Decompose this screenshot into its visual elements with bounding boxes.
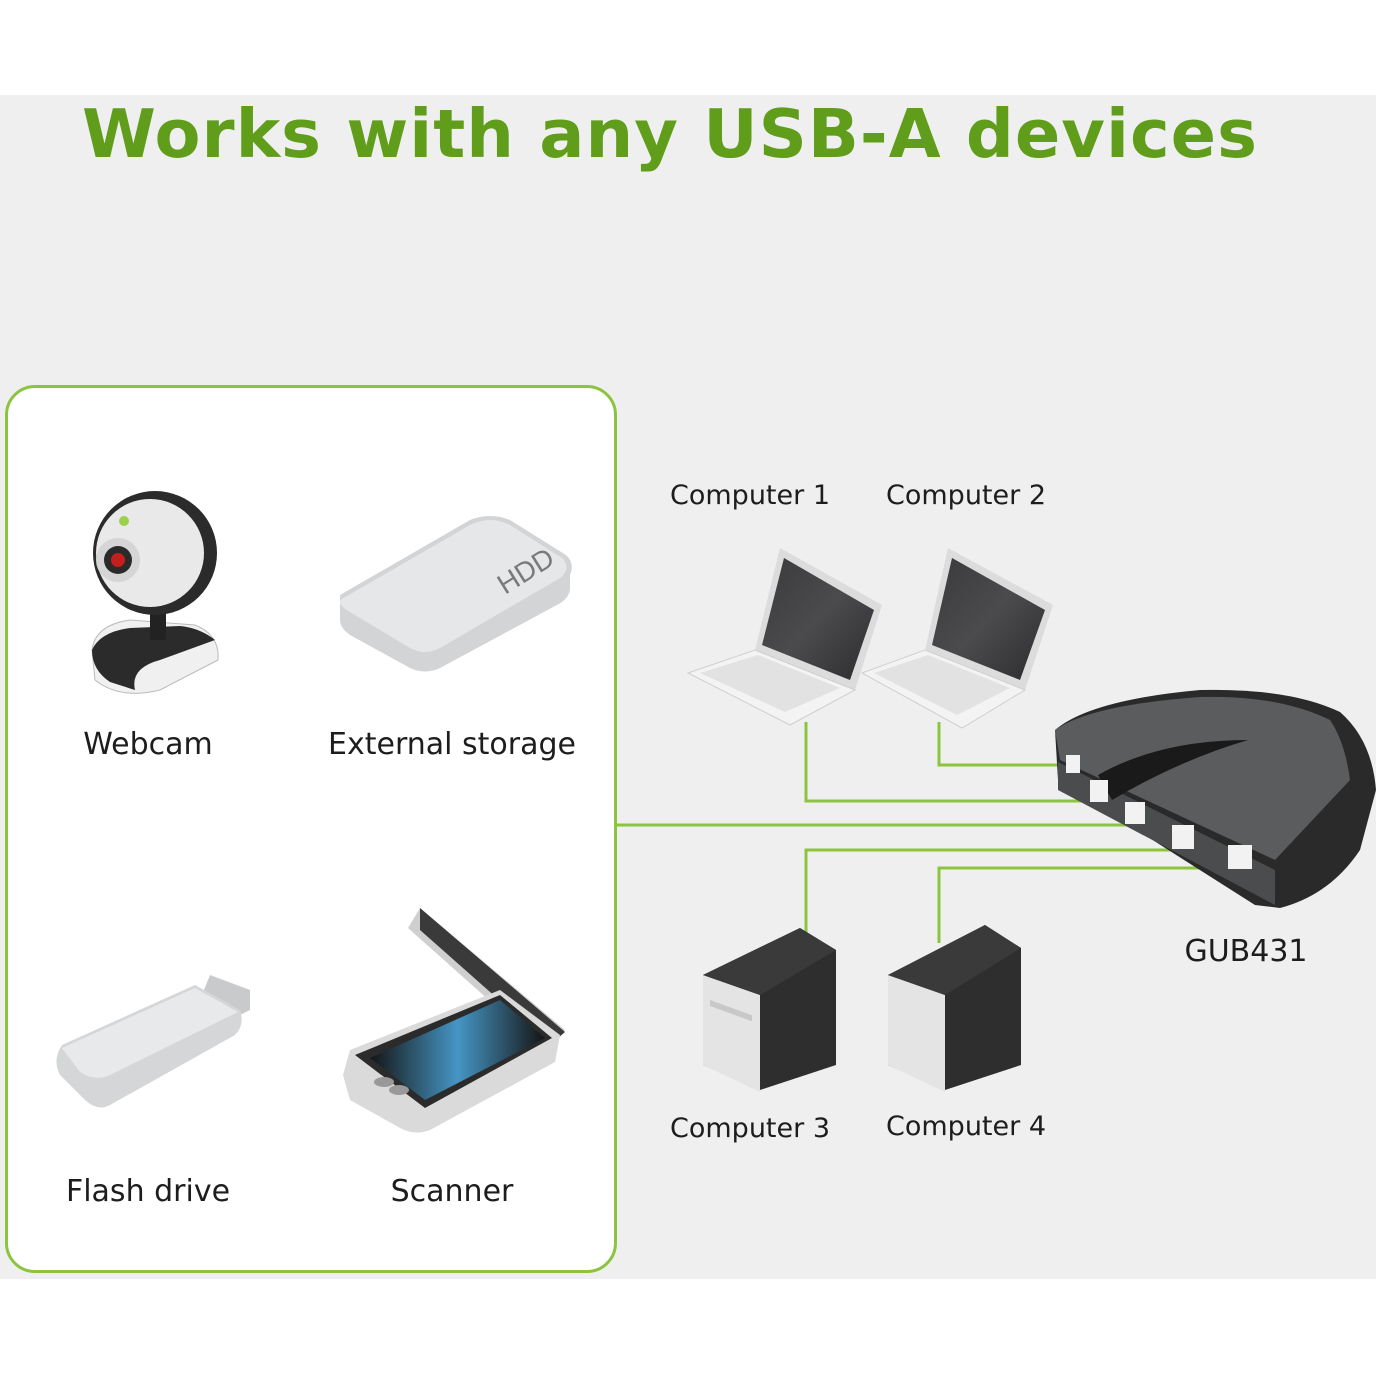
device-label-flash-drive: Flash drive xyxy=(65,1174,231,1209)
computer-label-1: Computer 1 xyxy=(670,480,830,511)
desktop-tower-icon-3 xyxy=(703,928,836,1092)
usb-switch-icon xyxy=(1055,689,1376,908)
laptop-icon-1 xyxy=(686,548,882,726)
line-computer-1 xyxy=(804,722,1095,803)
device-label-webcam: Webcam xyxy=(83,727,213,762)
page-title: Works with any USB-A devices xyxy=(82,95,1258,173)
device-label-scanner: Scanner xyxy=(390,1174,514,1209)
laptop-icon-2 xyxy=(860,548,1053,729)
computer-label-3: Computer 3 xyxy=(670,1113,830,1144)
line-computer-3 xyxy=(804,848,1190,935)
computer-label-4: Computer 4 xyxy=(886,1111,1046,1142)
computer-label-2: Computer 2 xyxy=(886,480,1046,511)
scanner-icon xyxy=(343,908,565,1133)
line-computer-4 xyxy=(937,866,1245,943)
line-computer-2 xyxy=(937,722,1072,767)
webcam-icon xyxy=(91,491,219,694)
connection-lines xyxy=(617,722,1245,943)
flash-drive-icon xyxy=(56,975,250,1108)
usb-port-1 xyxy=(1066,755,1080,773)
usb-port-2 xyxy=(1090,780,1108,802)
hdd-icon: HDD xyxy=(339,516,572,672)
desktop-tower-icon-4 xyxy=(888,925,1021,1092)
usb-port-4 xyxy=(1172,825,1194,849)
switch-label: GUB431 xyxy=(1184,934,1308,969)
usb-port-3 xyxy=(1125,802,1145,824)
device-label-external-storage: External storage xyxy=(328,727,576,762)
usb-port-5 xyxy=(1228,845,1252,869)
